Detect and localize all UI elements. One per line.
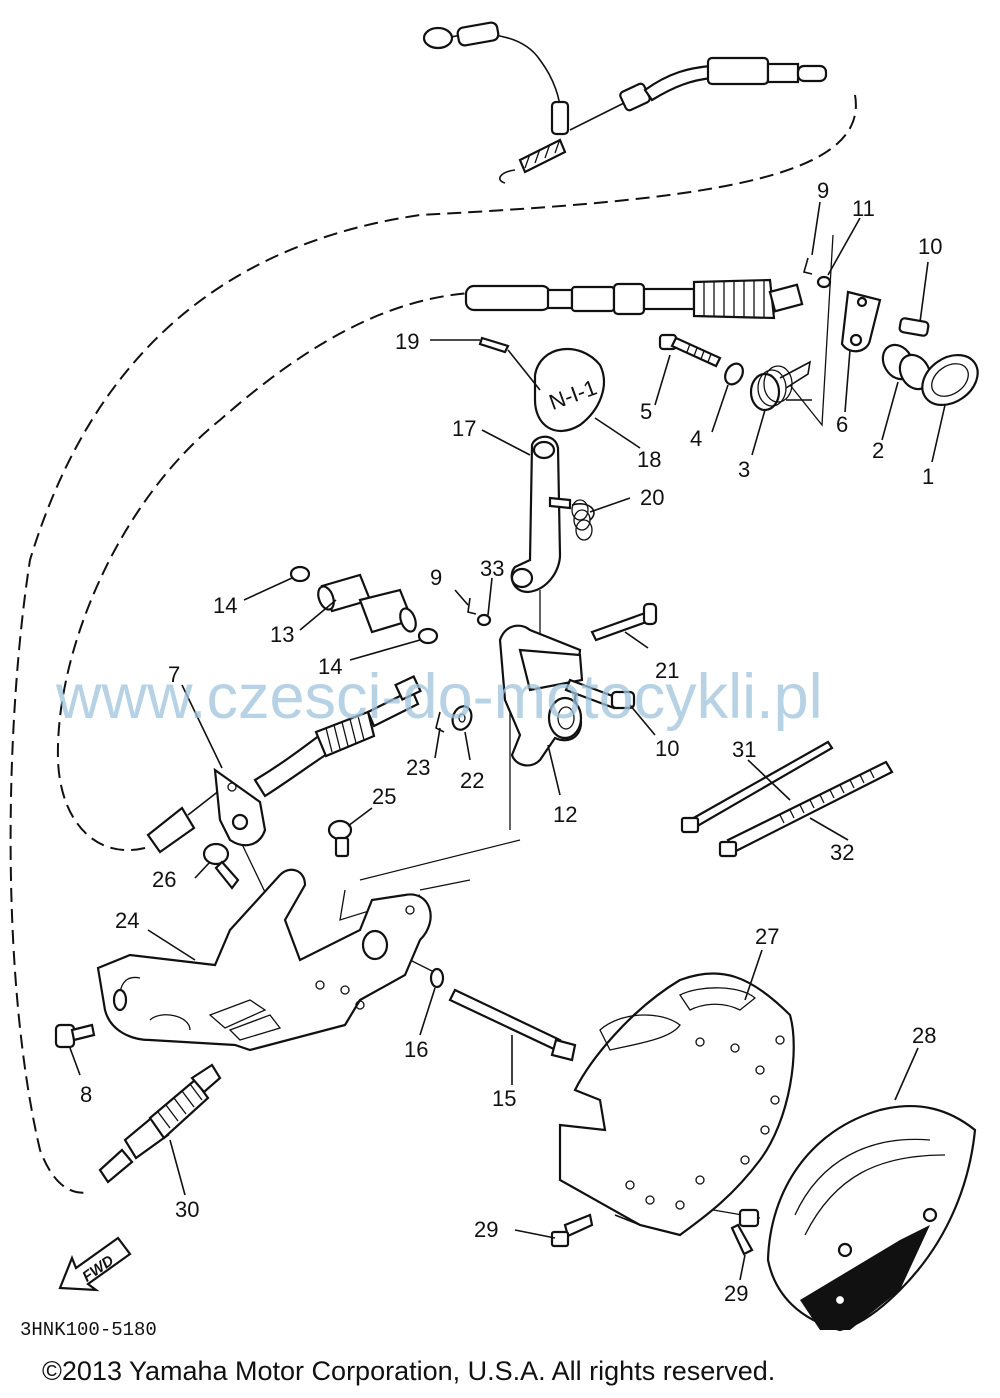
part-label: 10	[655, 736, 679, 761]
part-label: 21	[655, 658, 679, 683]
shift-cable-lower	[146, 675, 422, 854]
part-label: 28	[912, 1023, 936, 1048]
part-label: 14	[318, 654, 342, 679]
part-label: 26	[152, 867, 176, 892]
part-label: 29	[724, 1281, 748, 1306]
part-label: 14	[213, 593, 237, 618]
shift-cable-upper	[464, 257, 979, 412]
part-label: 17	[452, 416, 476, 441]
part-label: 22	[460, 768, 484, 793]
inner-cover	[558, 972, 795, 1237]
part-label: 6	[836, 412, 848, 437]
shift-knob-assembly: N-I-1	[478, 336, 605, 432]
leader-lines	[69, 201, 946, 1281]
shaft-assembly	[289, 565, 439, 645]
cable-ties	[680, 740, 894, 858]
part-labels: 1 2 3 4 5 6 7 8 9 9 10 10 11 12 13 14 14…	[80, 178, 942, 1306]
part-label: 4	[690, 426, 702, 451]
part-label: 10	[918, 234, 942, 259]
part-label: 31	[732, 737, 756, 762]
part-label: 3	[738, 457, 750, 482]
part-label: 29	[474, 1217, 498, 1242]
part-label: 25	[372, 784, 396, 809]
pivot-bracket-assembly	[435, 597, 658, 767]
drawing-code: 3HNK100-5180	[20, 1319, 157, 1341]
mounting-bracket	[54, 819, 577, 1062]
copyright: ©2013 Yamaha Motor Corporation, U.S.A. A…	[42, 1356, 775, 1386]
part-label: 9	[430, 565, 442, 590]
shift-lever-assembly	[510, 435, 595, 594]
part-label: 24	[115, 908, 139, 933]
part-label: 1	[922, 464, 934, 489]
cable-end	[98, 1063, 222, 1184]
outer-cover	[766, 1104, 977, 1332]
part-label: 11	[852, 196, 875, 221]
part-label: 12	[553, 802, 577, 827]
part-label: 9	[817, 178, 829, 203]
part-label: 13	[270, 622, 294, 647]
part-label: 2	[872, 438, 884, 463]
part-label: 30	[175, 1197, 199, 1222]
part-label: 19	[395, 329, 419, 354]
part-label: 32	[830, 840, 854, 865]
part-label: 15	[492, 1086, 516, 1111]
part-label: 20	[640, 485, 664, 510]
part-label: 33	[480, 556, 504, 581]
upper-cable-assembly	[422, 21, 828, 184]
part-label: 16	[404, 1037, 428, 1062]
fwd-arrow-icon: FWD	[58, 1236, 132, 1292]
watermark: www.czesci-do-motocykli.pl	[55, 662, 823, 732]
bolts-29	[550, 1208, 760, 1256]
part-label: 5	[640, 399, 652, 424]
part-label: 27	[755, 924, 779, 949]
part-label: 23	[406, 755, 430, 780]
part-label: 8	[80, 1082, 92, 1107]
part-label: 18	[637, 447, 661, 472]
part-label: 7	[168, 662, 180, 687]
